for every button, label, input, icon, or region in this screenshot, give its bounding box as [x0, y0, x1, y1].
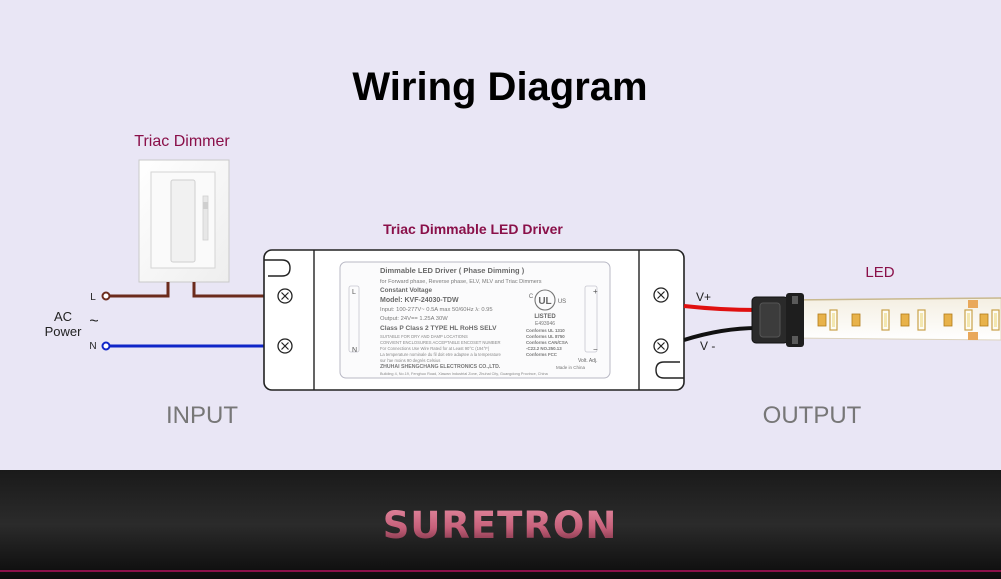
driver-label-line: Model: KVF-24030-TDW — [380, 297, 459, 304]
driver-label-line: Dimmable LED Driver ( Phase Dimming ) — [380, 266, 525, 275]
strip-resistor — [817, 313, 827, 327]
ul-listed-number: E493946 — [535, 321, 555, 327]
driver-output-plus: + — [593, 287, 598, 296]
ac-tilde: ~ — [89, 313, 98, 330]
ul-mark-text: UL — [538, 296, 551, 307]
led-chip-core — [920, 313, 923, 327]
ac-label-line2: Power — [45, 324, 83, 339]
led-label: LED — [865, 264, 894, 281]
driver-label-line: La temperature nominale du fil doit etre… — [380, 352, 501, 357]
driver-volt-adj: Volt. Adj. — [578, 358, 597, 364]
output-label: OUTPUT — [763, 402, 862, 429]
input-label: INPUT — [166, 402, 238, 429]
ac-neutral-label: N — [89, 341, 96, 352]
dimmer-label: Triac Dimmer — [134, 133, 230, 150]
driver-input-l: L — [352, 289, 356, 296]
terminal-screw-icon — [277, 338, 293, 354]
ac-neutral-terminal — [101, 341, 111, 351]
led-chip-core — [832, 313, 835, 327]
driver-label-line: for Forward phase, Reverse phase, ELV, M… — [380, 279, 542, 285]
ul-listed-text: LISTED — [534, 314, 556, 320]
ac-label-line1: AC — [54, 309, 72, 324]
output-vplus-label: V+ — [696, 290, 711, 304]
driver-label-line: CONVIENT ENCLOSURES ACCEPTABLE ENCOSET N… — [380, 340, 501, 345]
led-driver — [263, 249, 685, 391]
ul-us-text: US — [558, 299, 566, 305]
footer-band — [0, 470, 1001, 579]
dimmer-lead-right — [192, 282, 285, 298]
strip-resistor — [851, 313, 861, 327]
driver-input-n: N — [352, 347, 357, 354]
ul-listed-icon: UL C US LISTED E493946 — [529, 289, 566, 327]
conformity-line: Conforms FCC — [526, 352, 558, 357]
driver-label-line: Input: 100-277V~ 0.5A max 50/60Hz λ: 0.9… — [380, 307, 493, 313]
ac-line-terminal — [101, 291, 111, 301]
dimmer-lead-left — [104, 282, 170, 298]
strip-resistor — [900, 313, 910, 327]
strip-connector — [751, 293, 804, 347]
driver-label-line: sur l'ae moins 90 degrés Celsius — [380, 358, 440, 363]
conformity-line: -C22.2 NO.250.13 — [526, 346, 562, 351]
output-wire-negative — [683, 326, 759, 342]
ac-line-label: L — [90, 292, 96, 303]
terminal-screw-icon — [653, 287, 669, 303]
brand-logo: SURETRON — [383, 504, 618, 547]
driver-output-minus: − — [593, 345, 598, 354]
led-chip-core — [994, 313, 997, 327]
output-wire-positive — [683, 304, 759, 312]
made-in-text: Made in China — [556, 365, 586, 370]
conformity-line: Conforms CAN/CSA — [526, 340, 569, 345]
terminal-screw-icon — [653, 338, 669, 354]
driver-label-line: Constant Voltage — [380, 287, 433, 294]
led-chip-core — [967, 313, 970, 327]
conformity-line: Conforms UL 1310 — [526, 328, 565, 333]
strip-solder-pad — [968, 332, 978, 340]
conformity-line: Conforms UL 8750 — [526, 334, 565, 339]
terminal-screw-icon — [277, 288, 293, 304]
driver-label-line: Building 4, No.19, Fenghuo Road, Xiawan … — [380, 372, 549, 376]
output-vminus-label: V - — [700, 339, 715, 353]
driver-label-line: SUITABLE FOR DRY AND DAMP LOCATIONS — [380, 334, 468, 339]
strip-solder-pad — [968, 300, 978, 308]
strip-resistor — [943, 313, 953, 327]
driver-label-text: Dimmable LED Driver ( Phase Dimming ) for… — [380, 266, 549, 376]
ul-c-text: C — [529, 294, 534, 300]
driver-label-line: For Connections Use Wire Rated for at Le… — [380, 346, 490, 351]
driver-label-line: Output: 24V== 1.25A 30W — [380, 316, 448, 322]
driver-label-line: ZHUHAI SHENGCHANG ELECTRONICS CO.,LTD. — [380, 364, 501, 370]
page-title: Wiring Diagram — [352, 65, 647, 109]
driver-label-line: Class P Class 2 TYPE HL RoHS SELV — [380, 325, 497, 332]
light-switch-icon — [138, 159, 230, 283]
driver-title: Triac Dimmable LED Driver — [383, 221, 563, 237]
strip-resistor — [979, 313, 989, 327]
led-chip-core — [884, 313, 887, 327]
led-strip — [789, 297, 1001, 341]
